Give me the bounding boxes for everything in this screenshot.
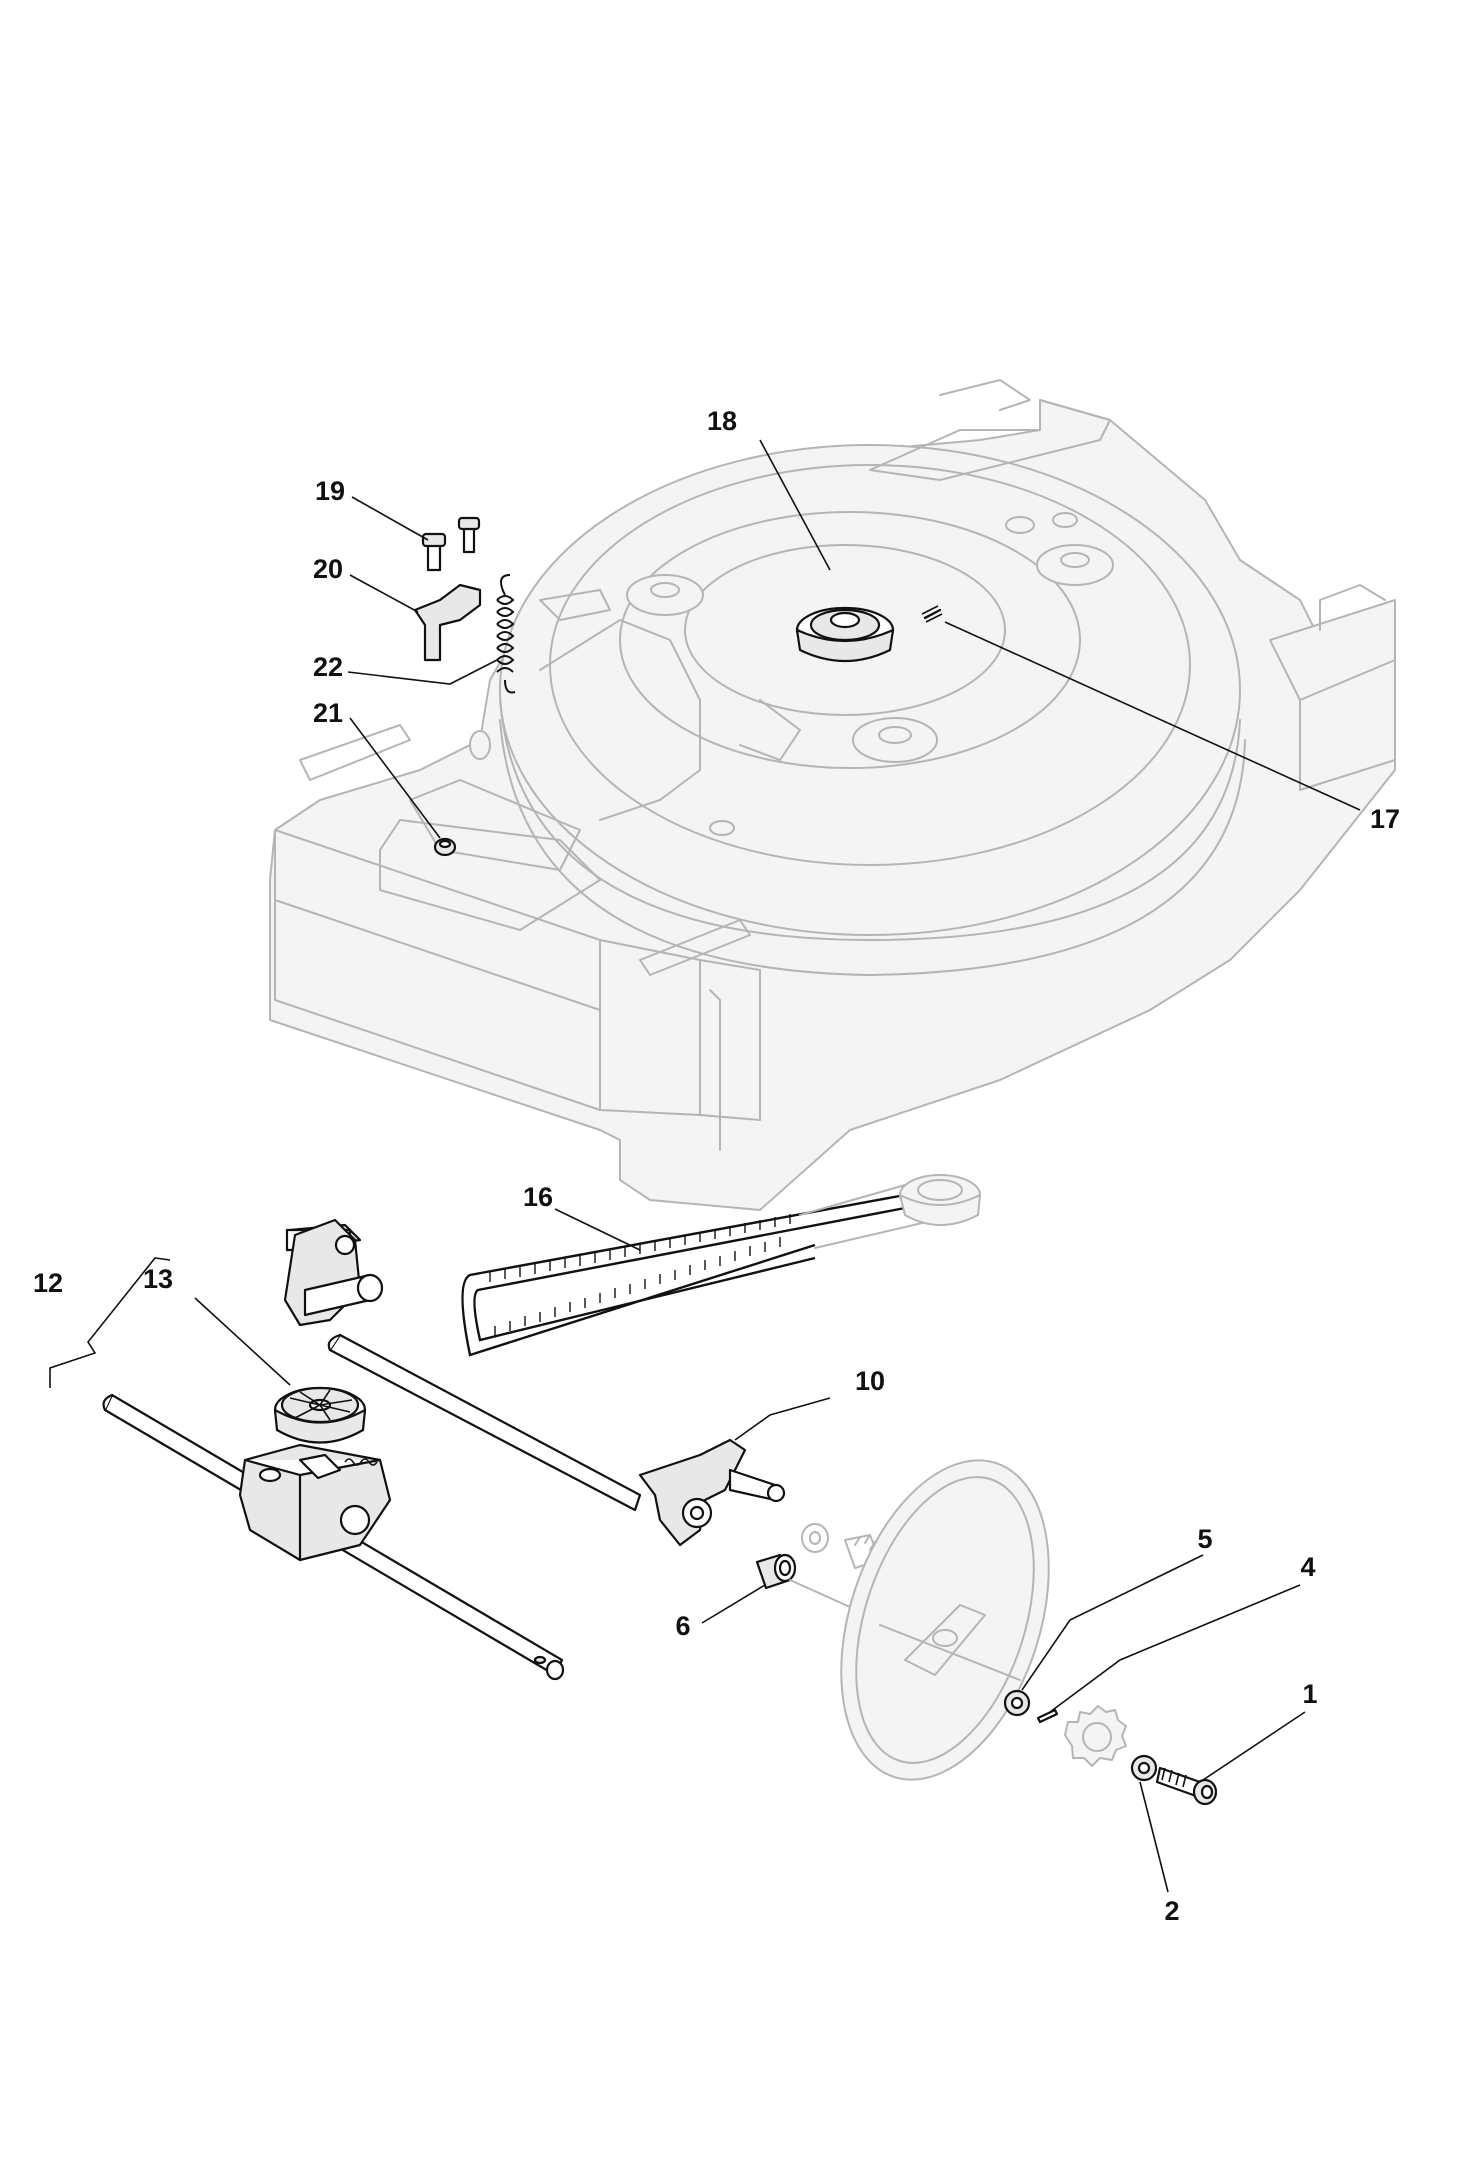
label-17: 17: [1370, 804, 1400, 834]
part-number-labels: 18 19 20 22 21 17 16 12 13 10 5 4 6 1 2: [33, 406, 1400, 1926]
lever-bracket: [638, 1438, 786, 1547]
label-2: 2: [1164, 1896, 1179, 1926]
label-16: 16: [523, 1182, 553, 1212]
rear-axle-bracket: [283, 1218, 642, 1512]
label-20: 20: [313, 554, 343, 584]
pinion-gear: [1064, 1705, 1127, 1767]
label-18: 18: [707, 406, 737, 436]
label-13: 13: [143, 1264, 173, 1294]
label-1: 1: [1302, 1679, 1317, 1709]
label-5: 5: [1197, 1524, 1212, 1554]
label-21: 21: [313, 698, 343, 728]
label-10: 10: [855, 1366, 885, 1396]
label-4: 4: [1300, 1552, 1315, 1582]
label-19: 19: [315, 476, 345, 506]
label-22: 22: [313, 652, 343, 682]
spacer-6: [755, 1553, 797, 1590]
label-6: 6: [675, 1611, 690, 1641]
label-12: 12: [33, 1268, 63, 1298]
leader-lines: [49, 439, 1361, 1893]
wheel-fixing-parts: [1003, 1689, 1218, 1806]
pulley-17-18-group: [795, 605, 943, 663]
drive-belt: [461, 1174, 981, 1357]
gearbox-assembly: [102, 1386, 565, 1681]
rear-wheel: [840, 1459, 1050, 1781]
bracket-19-20-22: [413, 516, 516, 857]
mower-deck: [269, 379, 1396, 1211]
